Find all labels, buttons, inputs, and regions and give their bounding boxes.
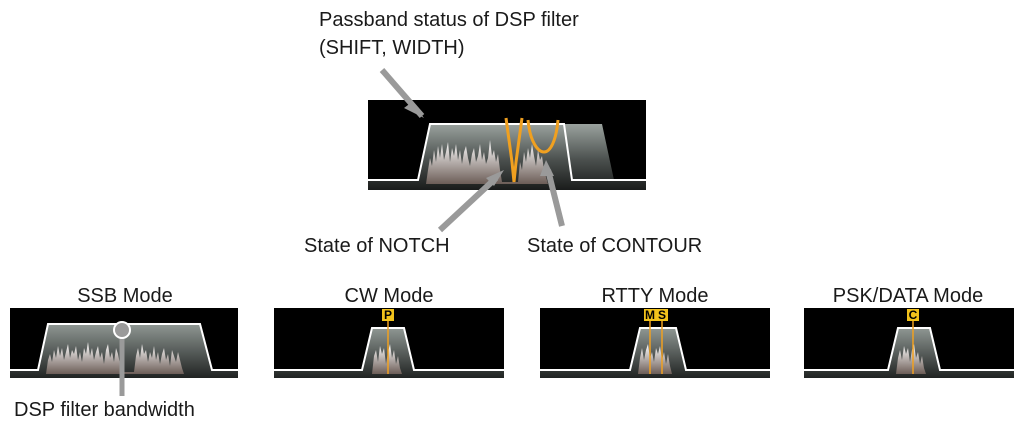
contour-label: State of CONTOUR [527,235,703,257]
cw-spectrum [372,344,402,374]
ssb-spectrum [46,342,184,374]
cw-badge-p: P [384,308,392,322]
bandwidth-label: DSP filter bandwidth [14,399,195,421]
main-filter-display [368,100,646,190]
cw-mode-label: CW Mode [344,285,434,307]
ssb-mode-display [10,308,238,378]
rtty-spectrum [638,344,672,374]
psk-data-mode-label: PSK/DATA Mode [832,285,984,307]
notch-label: State of NOTCH [304,235,450,257]
passband-label-line1: Passband status of DSP filter [319,9,579,31]
spectrum [426,140,548,184]
psk-data-mode-display: C [804,308,1014,378]
rtty-badge-s: S [658,308,666,322]
filter-outline [368,123,646,181]
ssb-mode-label: SSB Mode [77,285,173,307]
rtty-badge-m: M [645,308,655,322]
psk-badge-c: C [909,308,918,322]
rtty-mode-display: M S [540,308,770,378]
notch-curve [504,117,524,183]
cw-mode-display: P [274,308,504,378]
contour-curve [526,119,560,154]
passband-label-line2: (SHIFT, WIDTH) [319,37,465,59]
psk-spectrum [896,344,926,374]
rtty-mode-label: RTTY Mode [601,285,709,307]
